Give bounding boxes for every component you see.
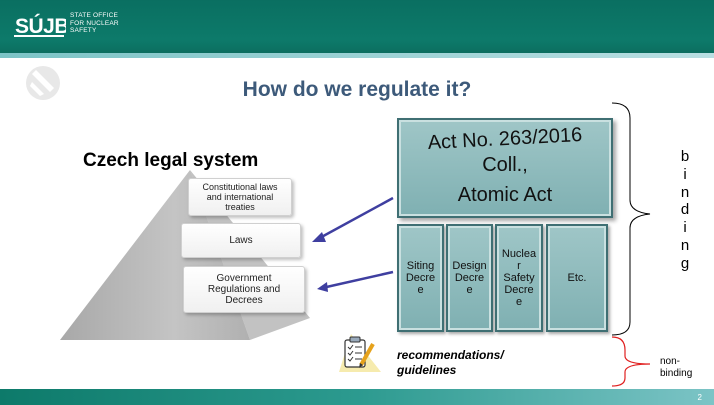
decree-text: Decre — [504, 284, 534, 296]
layer-text: Government — [216, 273, 272, 284]
sujb-logo: SÚJB — [14, 14, 66, 38]
binding-letter: i — [683, 165, 687, 183]
decree-box-etc: Etc. — [546, 224, 608, 332]
non-binding-label: non- binding — [660, 356, 692, 380]
svg-text:SÚJB: SÚJB — [15, 14, 66, 38]
decree-text: Etc. — [567, 272, 587, 284]
recommendations-text: recommendations/ — [397, 348, 504, 362]
binding-label: b i n d i n g — [677, 148, 693, 273]
recommendations-guidelines-label: recommendations/ guidelines — [397, 348, 504, 378]
watermark-logo-icon — [26, 66, 60, 100]
pyramid-layer-regulations: Government Regulations and Decrees — [183, 266, 305, 313]
act-title-line: Atomic Act — [457, 184, 553, 206]
decree-box-design: Design Decre e — [446, 224, 493, 332]
decree-text: e — [417, 284, 424, 296]
decree-text: Design — [452, 260, 487, 272]
non-binding-bracket — [611, 336, 651, 387]
slide-title: How do we regulate it? — [242, 78, 472, 101]
non-binding-text: non- — [660, 356, 681, 367]
layer-text: Laws — [229, 234, 253, 246]
slide-subtitle: Czech legal system — [83, 150, 259, 171]
binding-letter: i — [683, 219, 687, 237]
decree-box-siting: Siting Decre e — [397, 224, 444, 332]
binding-letter: n — [680, 236, 690, 254]
arrowhead-laws — [312, 232, 326, 242]
decree-text: r — [517, 260, 521, 272]
decree-text: Siting — [406, 260, 435, 272]
non-binding-text: binding — [660, 368, 693, 379]
layer-text: Constitutional laws — [202, 182, 278, 192]
binding-letter: d — [680, 201, 690, 219]
org-name-line: FOR NUCLEAR — [70, 19, 119, 27]
decree-text: Decre — [454, 272, 485, 284]
decree-box-nuclear-safety: Nuclea r Safety Decre e — [495, 224, 543, 332]
decree-text: Safety — [503, 272, 535, 284]
decree-text: e — [515, 296, 523, 308]
decree-text: Decre — [405, 272, 436, 284]
org-name-line: SAFETY — [70, 27, 97, 34]
decree-text: Nuclea — [501, 248, 537, 260]
act-title-line: Coll., — [482, 154, 528, 176]
org-name: STATE OFFICE FOR NUCLEAR SAFETY — [70, 12, 119, 35]
layer-text: and international — [206, 192, 274, 202]
arrowhead-regulations — [317, 282, 328, 292]
binding-letter: b — [680, 148, 690, 165]
arrow-decrees-to-regulations — [321, 270, 394, 290]
org-name-line: STATE OFFICE — [70, 12, 119, 19]
act-title-line: Act No. 263/2016 — [427, 123, 583, 155]
header-bar — [0, 0, 714, 57]
recommendations-text: guidelines — [397, 363, 457, 377]
layer-text: Decrees — [225, 295, 263, 306]
decree-text: e — [466, 284, 473, 296]
clipboard-checklist-icon — [339, 334, 381, 372]
binding-bracket — [611, 102, 651, 336]
binding-letter: g — [680, 254, 690, 272]
pyramid-layer-laws: Laws — [181, 223, 301, 258]
arrow-act-to-laws — [315, 196, 394, 242]
binding-letter: n — [680, 183, 690, 201]
header-stripe — [0, 53, 714, 58]
atomic-act-box: Act No. 263/2016 Coll., Atomic Act — [397, 118, 613, 218]
layer-text: Regulations and — [207, 284, 281, 295]
footer-bar — [0, 389, 714, 405]
page-number: 2 — [697, 393, 702, 402]
pyramid-layer-constitutional: Constitutional laws and international tr… — [188, 178, 292, 216]
layer-text: treaties — [225, 202, 255, 212]
